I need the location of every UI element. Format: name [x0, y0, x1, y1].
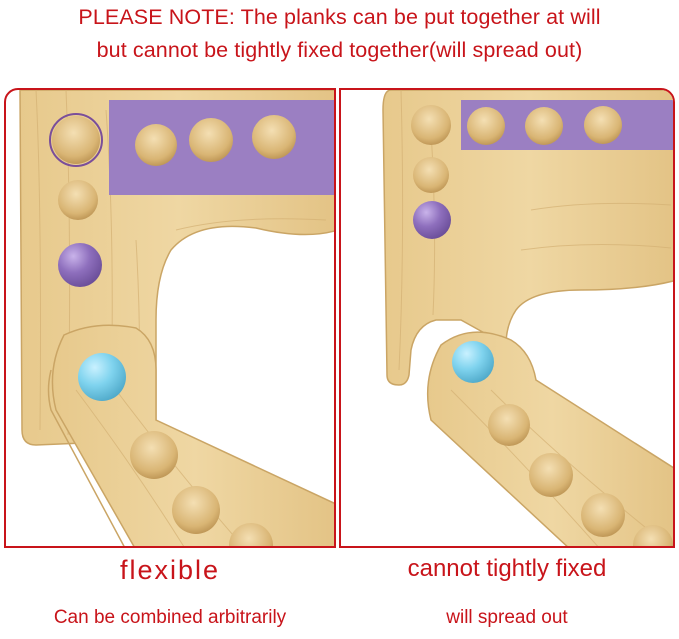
marble-hole — [252, 115, 296, 159]
purple-strip — [461, 100, 673, 150]
marble-hole — [52, 116, 100, 164]
planks-joined-photo — [19, 90, 334, 546]
marble-hole — [58, 180, 98, 220]
marble-hole — [467, 107, 505, 145]
lower-plank — [426, 331, 673, 546]
note-line-1: PLEASE NOTE: The planks can be put toget… — [78, 5, 601, 29]
caption-cannot-fixed: cannot tightly fixed — [407, 555, 607, 582]
marble-hole — [413, 157, 449, 193]
planks-separated-photo — [382, 90, 673, 546]
marble-hole — [135, 124, 177, 166]
caption-flexible: flexible — [119, 555, 221, 585]
marble-hole — [411, 105, 451, 145]
upper-plank — [382, 90, 673, 386]
photo-panel-flexible — [4, 88, 336, 548]
blue-marble — [78, 353, 126, 401]
subcaption-combined: Can be combined arbitrarily — [53, 607, 287, 628]
blue-marble — [452, 341, 494, 383]
marble-hole — [172, 486, 220, 534]
marble-hole — [633, 525, 673, 546]
marble-hole — [525, 107, 563, 145]
photo-panel-spread — [339, 88, 675, 548]
marble-hole — [488, 404, 530, 446]
purple-marble — [413, 201, 451, 239]
marble-hole — [229, 523, 273, 546]
purple-marble — [58, 243, 102, 287]
marble-hole — [130, 431, 178, 479]
marble-hole — [584, 106, 622, 144]
note-line-2: but cannot be tightly fixed together(wil… — [96, 38, 583, 62]
marble-hole — [189, 118, 233, 162]
marble-hole — [529, 453, 573, 497]
subcaption-spread: will spread out — [446, 607, 568, 628]
marble-hole — [581, 493, 625, 537]
